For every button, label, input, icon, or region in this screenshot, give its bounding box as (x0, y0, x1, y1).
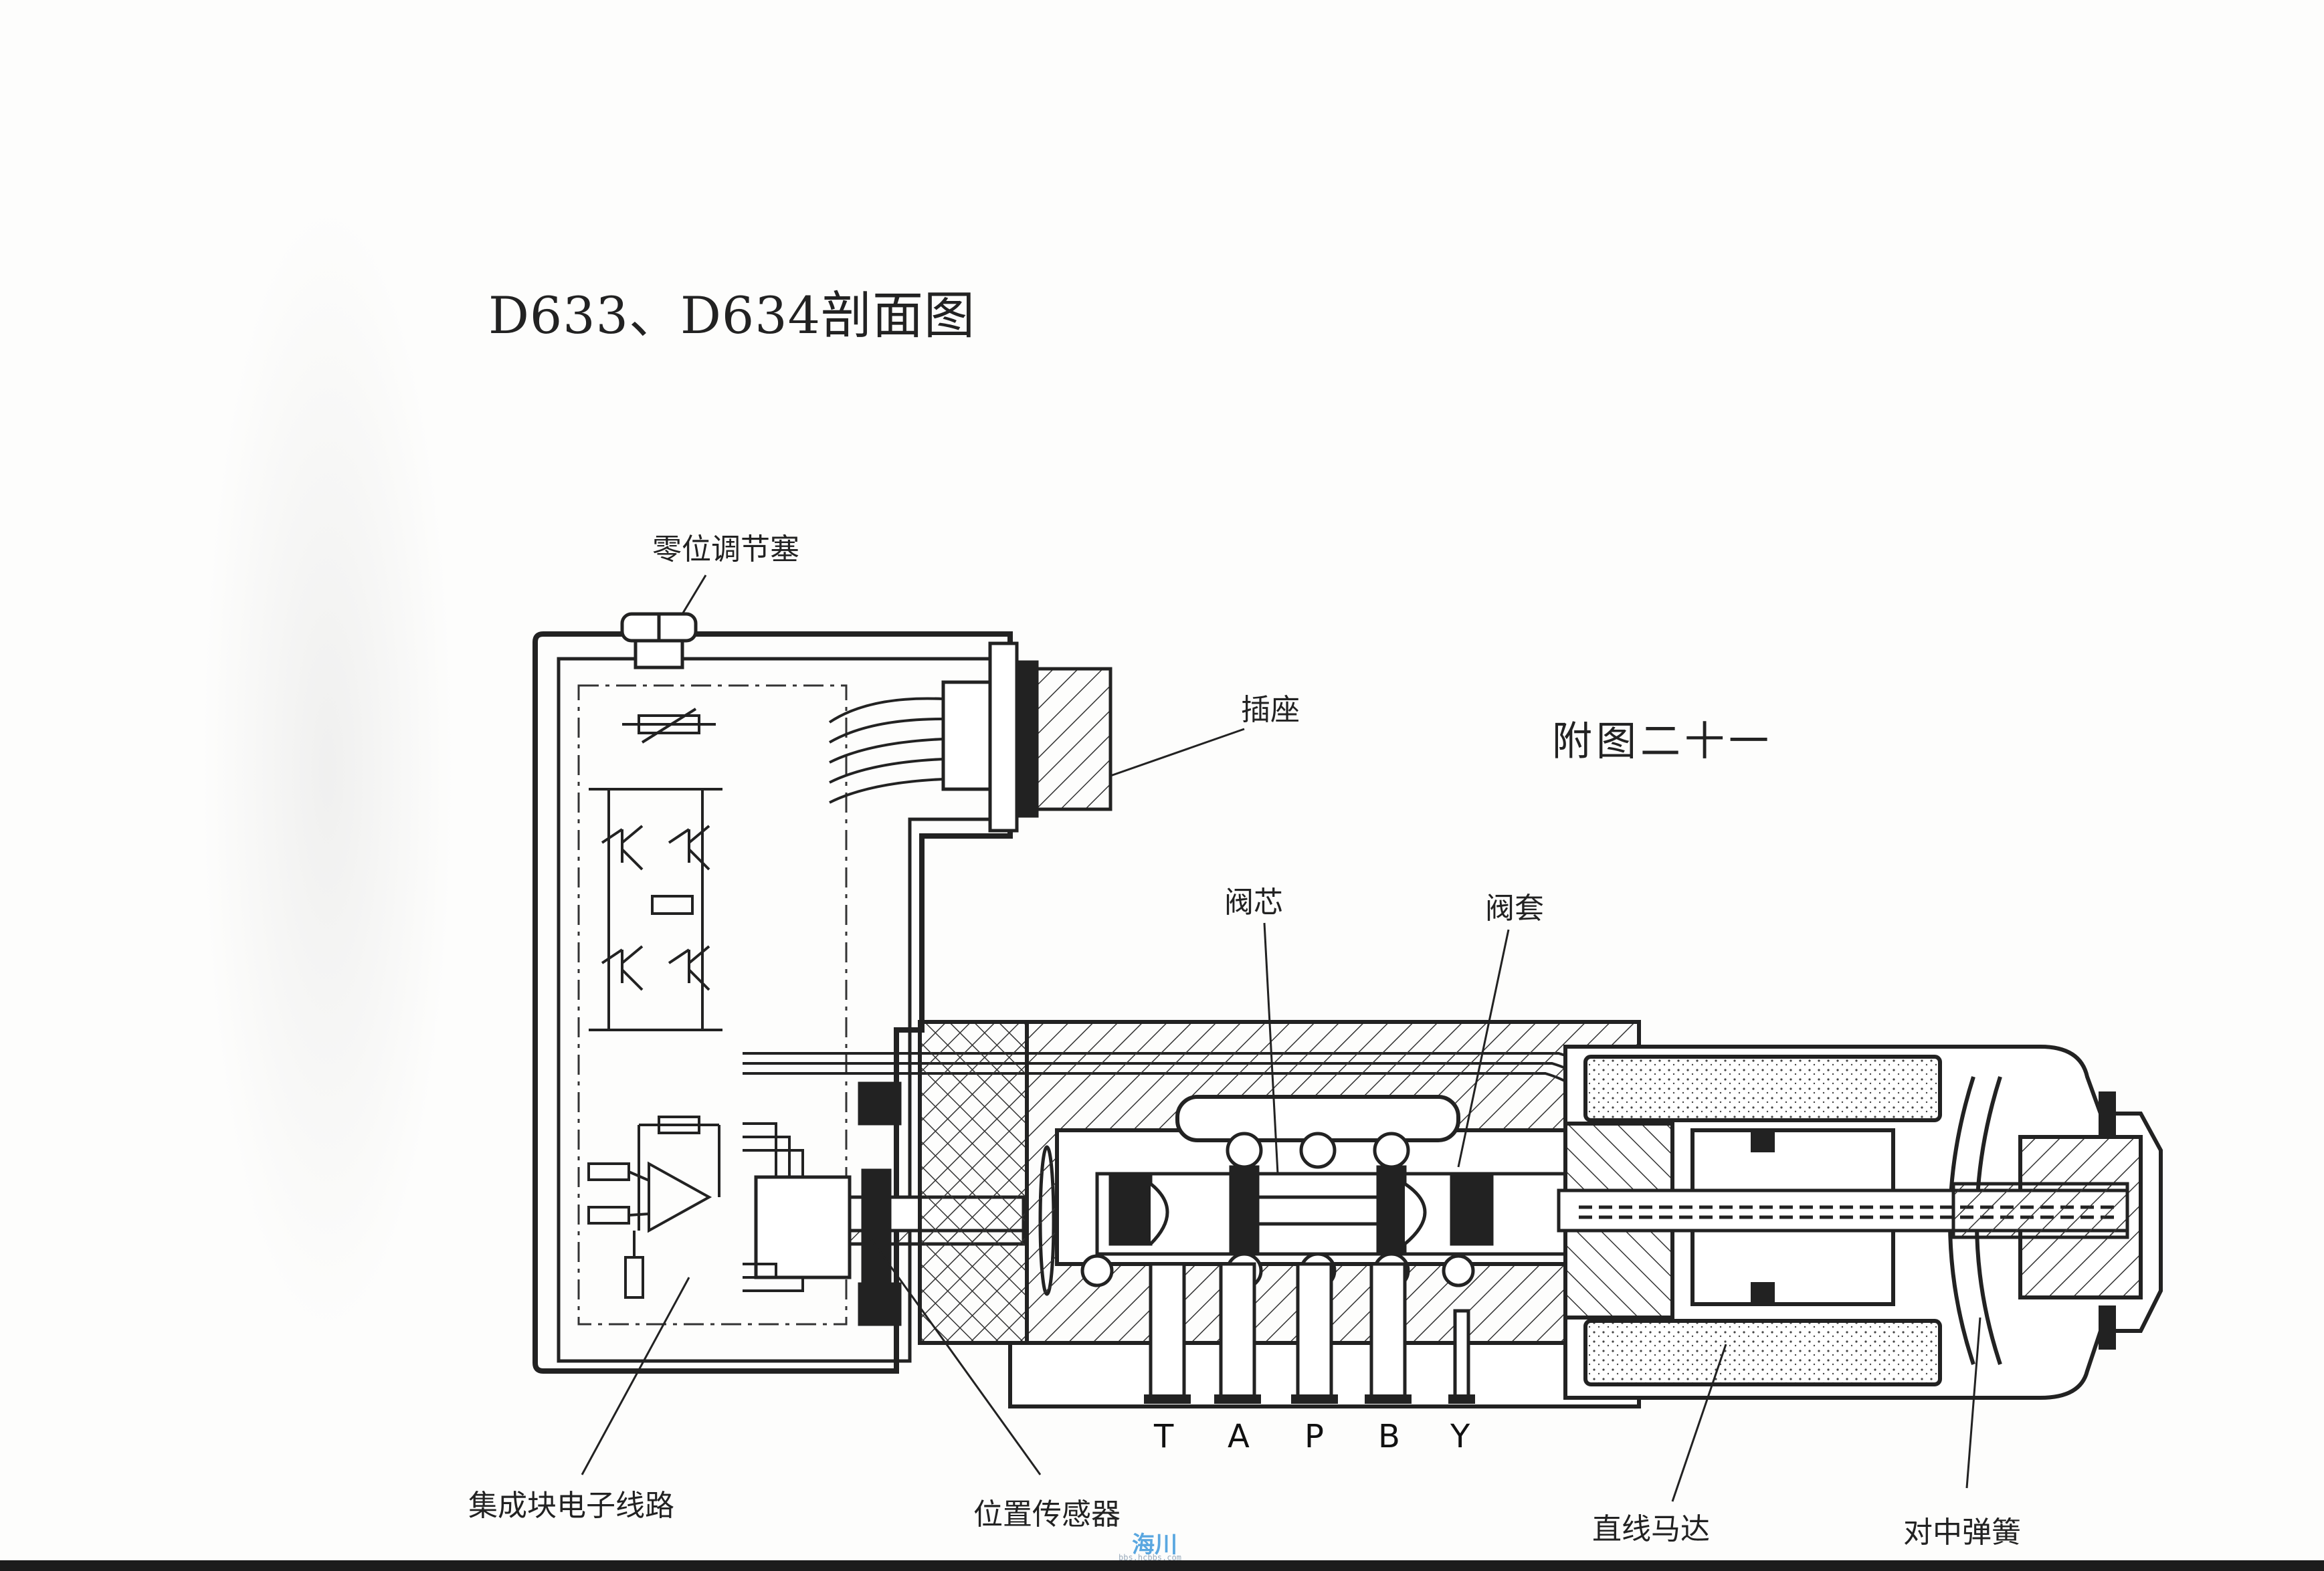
armature-rod (1557, 1182, 2129, 1239)
port-channels (1149, 1262, 1470, 1400)
port-label-p: P (1304, 1418, 1324, 1455)
label-connector-socket: 插座 (1241, 693, 1300, 727)
watermark-logo: 海川 (1132, 1532, 1177, 1558)
watermark-url: bbs.hcbbs.com (1119, 1553, 1181, 1562)
label-position-sensor: 位置传感器 (973, 1497, 1121, 1532)
port-label-b: B (1378, 1418, 1400, 1455)
port-label-a: A (1228, 1418, 1250, 1455)
label-centering-spring: 对中弹簧 (1903, 1515, 2021, 1550)
label-valve-spool: 阀芯 (1224, 885, 1283, 920)
connector-socket-shape (941, 641, 1112, 833)
port-label-t: T (1154, 1418, 1174, 1455)
scan-bottom-edge (0, 1560, 2324, 1571)
sensor-wires (743, 1122, 804, 1292)
label-zero-adjust-plug: 零位调节塞 (652, 532, 799, 566)
label-valve-sleeve: 阀套 (1485, 892, 1544, 926)
zero-adjust-plug-shape (620, 612, 698, 669)
leader-lines (581, 574, 1981, 1502)
circuit-board-outline (577, 684, 848, 1326)
scan-shadow (201, 201, 455, 1338)
page-title: D633、D634剖面图 (488, 286, 975, 345)
port-seals (1144, 1394, 1475, 1404)
label-integrated-circuit: 集成块电子线路 (468, 1489, 674, 1523)
label-linear-motor: 直线马达 (1592, 1512, 1710, 1546)
port-label-y: Y (1450, 1418, 1470, 1455)
circuit-schematic (587, 708, 722, 1299)
figure-number: 附图二十一 (1552, 718, 1773, 765)
connector-pins (828, 697, 944, 804)
